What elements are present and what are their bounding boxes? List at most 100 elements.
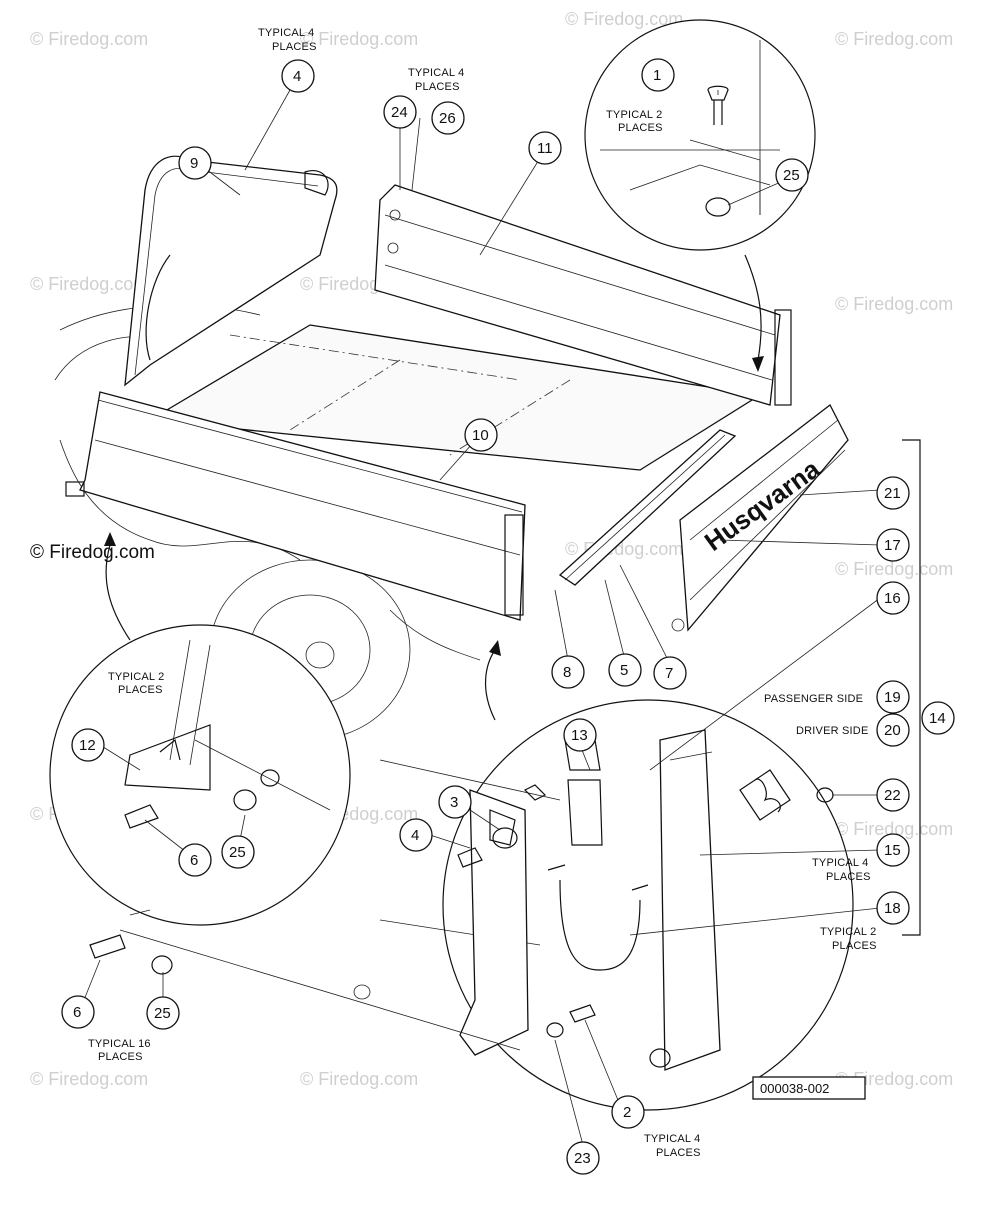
svg-text:18: 18 (884, 900, 901, 917)
note-typical: TYPICAL 4 (644, 1133, 700, 1145)
callout-3: 3 (438, 785, 472, 819)
note-typical: TYPICAL 2 (108, 671, 164, 683)
callout-20: 20 (876, 713, 910, 747)
svg-text:6: 6 (73, 1004, 81, 1021)
callout-5: 5 (608, 653, 642, 687)
long-side-panel (65, 391, 526, 621)
svg-text:26: 26 (439, 110, 456, 127)
watermark: © Firedog.com (835, 294, 953, 314)
watermark: © Firedog.com (30, 274, 148, 294)
svg-text:13: 13 (571, 727, 588, 744)
svg-text:4: 4 (411, 827, 419, 844)
svg-text:7: 7 (665, 665, 673, 682)
callout-6: 6 (178, 843, 212, 877)
svg-text:16: 16 (884, 590, 901, 607)
callout-23: 23 (566, 1141, 600, 1175)
note-driver-side: DRIVER SIDE (796, 725, 869, 737)
tailgate: Husqvarna (671, 404, 849, 632)
svg-text:25: 25 (229, 844, 246, 861)
note-passenger-side: PASSENGER SIDE (764, 693, 863, 705)
watermark: © Firedog.com (30, 1069, 148, 1089)
callout-13: 13 (563, 718, 597, 752)
note-places: PLACES (656, 1147, 701, 1159)
assembly-bracket (902, 439, 921, 936)
note-places: PLACES (826, 871, 871, 883)
callout-16: 16 (876, 581, 910, 615)
callout-4: 4 (399, 818, 433, 852)
svg-text:25: 25 (154, 1005, 171, 1022)
leader-lines (79, 89, 881, 1146)
callout-25: 25 (775, 158, 809, 192)
note-typical: TYPICAL 4 (812, 857, 868, 869)
diagram-code: 000038-002 (760, 1081, 829, 1096)
svg-text:25: 25 (783, 167, 800, 184)
callout-22: 22 (876, 778, 910, 812)
svg-text:20: 20 (884, 722, 901, 739)
rear-rail (558, 429, 737, 586)
callout-9: 9 (178, 146, 212, 180)
svg-text:14: 14 (929, 710, 946, 727)
svg-text:23: 23 (574, 1150, 591, 1167)
svg-text:15: 15 (884, 842, 901, 859)
callout-7: 7 (653, 656, 687, 690)
note-places: PLACES (832, 940, 877, 952)
svg-text:3: 3 (450, 794, 458, 811)
watermark: © Firedog.com (565, 9, 683, 29)
watermark: © Firedog.com (835, 819, 953, 839)
watermark: © Firedog.com (835, 559, 953, 579)
svg-text:21: 21 (884, 485, 901, 502)
callout-15: 15 (876, 833, 910, 867)
svg-text:8: 8 (563, 664, 571, 681)
bed-floor (147, 324, 762, 471)
callout-12: 12 (71, 728, 105, 762)
watermark: © Firedog.com (300, 29, 418, 49)
svg-text:9: 9 (190, 155, 198, 172)
svg-text:11: 11 (537, 140, 553, 157)
left-side-panel (124, 155, 338, 387)
callout-10: 10 (464, 418, 498, 452)
watermark: © Firedog.com (300, 1069, 418, 1089)
note-places: PLACES (272, 41, 317, 53)
callout-8: 8 (551, 655, 585, 689)
watermark: © Firedog.com (835, 29, 953, 49)
callout-24: 24 (383, 95, 417, 129)
note-places: PLACES (118, 684, 163, 696)
svg-text:12: 12 (79, 737, 96, 754)
callout-1: 1 (641, 58, 675, 92)
watermark-dark: © Firedog.com (30, 542, 155, 563)
svg-text:1: 1 (653, 67, 661, 84)
callout-25: 25 (146, 996, 180, 1030)
svg-text:5: 5 (620, 662, 628, 679)
callout-18: 18 (876, 891, 910, 925)
front-side-panel (374, 184, 792, 406)
note-typical: TYPICAL 4 (408, 67, 464, 79)
callout-21: 21 (876, 476, 910, 510)
note-places: PLACES (618, 122, 663, 134)
callout-6: 6 (61, 995, 95, 1029)
callout-25: 25 (221, 835, 255, 869)
diagram-code-box: 000038-002 (752, 1076, 866, 1100)
callout-19: 19 (876, 680, 910, 714)
svg-text:2: 2 (623, 1104, 631, 1121)
callout-11: 11 (528, 131, 562, 165)
svg-text:24: 24 (391, 104, 408, 121)
note-typical: TYPICAL 2 (820, 926, 876, 938)
note-places: PLACES (415, 81, 460, 93)
notes: TYPICAL 4 PLACES TYPICAL 4 PLACES TYPICA… (88, 27, 877, 1159)
watermark: © Firedog.com (30, 29, 148, 49)
callout-26: 26 (431, 101, 465, 135)
svg-text:6: 6 (190, 852, 198, 869)
svg-text:4: 4 (293, 68, 301, 85)
note-places: PLACES (98, 1051, 143, 1063)
callout-4: 4 (281, 59, 315, 93)
callout-14: 14 (921, 701, 955, 735)
detail-circle-right (379, 640, 854, 1111)
callout-17: 17 (876, 528, 910, 562)
note-typical: TYPICAL 2 (606, 109, 662, 121)
note-typical: TYPICAL 4 (258, 27, 314, 39)
detail-circle-left (49, 532, 351, 926)
callout-2: 2 (611, 1095, 645, 1129)
note-typical: TYPICAL 16 (88, 1038, 151, 1050)
